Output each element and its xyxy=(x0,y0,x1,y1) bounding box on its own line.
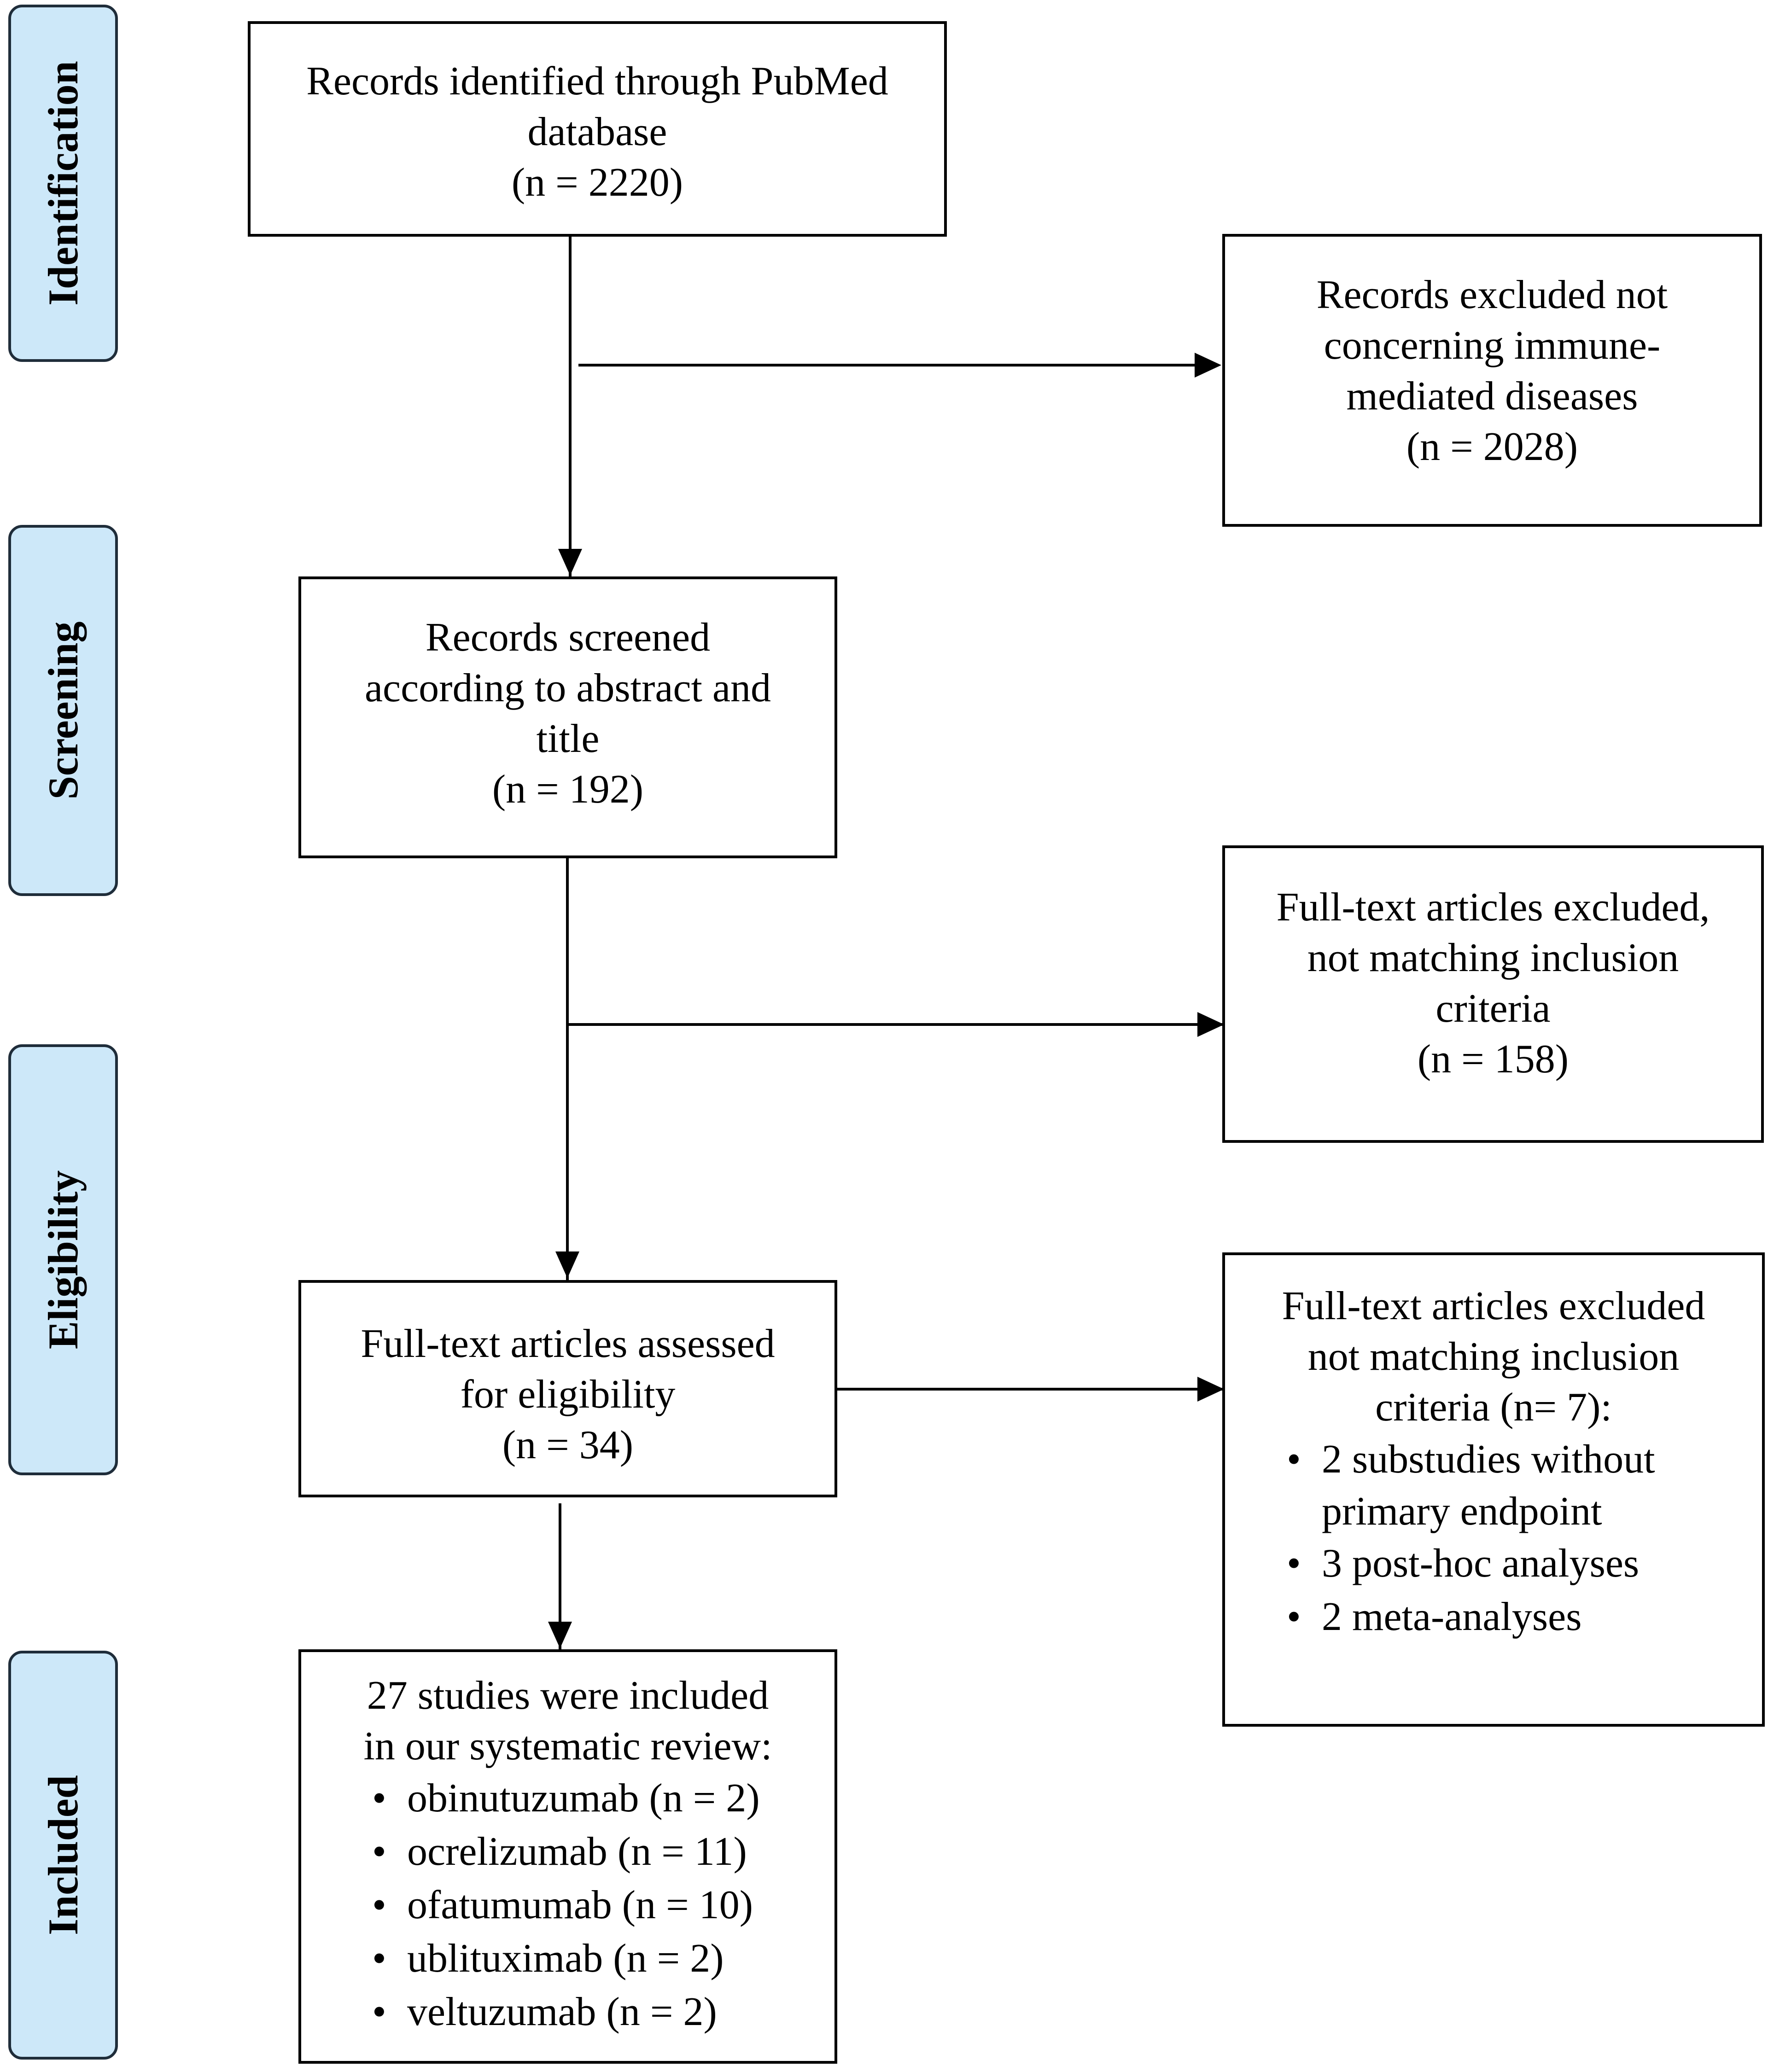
included-drug-item: •obinutuzumab (n = 2) xyxy=(366,1772,834,1825)
identified-line-2: database xyxy=(527,110,667,154)
assessed-box: Full-text articles assessed for eligibil… xyxy=(298,1280,837,1497)
identified-box: Records identified through PubMed databa… xyxy=(248,21,947,237)
included-drug-item: •ublituximab (n = 2) xyxy=(366,1932,834,1985)
bullet-icon: • xyxy=(1287,1595,1301,1639)
excluded-fulltext-1-box: Full-text articles excluded, not matchin… xyxy=(1222,845,1764,1143)
excluded-immune-line-3: mediated diseases xyxy=(1346,374,1638,419)
exclusion-reason-continuation: primary endpoint xyxy=(1322,1489,1602,1534)
excluded-immune-line-2: concerning immune- xyxy=(1324,323,1661,368)
assessed-line-1: Full-text articles assessed xyxy=(361,1321,775,1366)
excluded-immune-count: (n = 2028) xyxy=(1406,425,1578,469)
included-line-2: in our systematic review: xyxy=(363,1724,772,1769)
assessed-count: (n = 34) xyxy=(502,1423,634,1467)
excluded-fulltext-2-line-2: not matching inclusion xyxy=(1307,1334,1680,1379)
included-drug-item: •ocrelizumab (n = 11) xyxy=(366,1825,834,1879)
arrowhead-to-excluded-fulltext-2 xyxy=(1197,1377,1224,1402)
arrowhead-identified-to-screened xyxy=(558,549,582,576)
excluded-fulltext-1-line-1: Full-text articles excluded, xyxy=(1276,885,1710,930)
screened-count: (n = 192) xyxy=(492,767,644,812)
assessed-line-2: for eligibility xyxy=(460,1372,676,1417)
identified-count: (n = 2220) xyxy=(511,160,683,205)
bullet-icon: • xyxy=(372,1776,386,1821)
excluded-immune-box: Records excluded not concerning immune- … xyxy=(1222,234,1762,527)
included-line-1: 27 studies were included xyxy=(367,1673,769,1718)
identified-line-1: Records identified through PubMed xyxy=(306,59,888,104)
stage-tab-included: Included xyxy=(8,1651,118,2060)
bullet-icon: • xyxy=(372,1829,386,1874)
exclusion-reason-item: •3 post-hoc analyses xyxy=(1280,1537,1762,1590)
arrowhead-assessed-to-included xyxy=(548,1622,572,1648)
screened-line-1: Records screened xyxy=(425,615,711,660)
stage-tab-identification: Identification xyxy=(8,5,118,362)
included-box: 27 studies were included in our systemat… xyxy=(298,1649,837,2064)
excluded-immune-line-1: Records excluded not xyxy=(1316,273,1668,317)
screened-line-3: title xyxy=(536,716,600,761)
bullet-icon: • xyxy=(372,1990,386,2034)
excluded-fulltext-2-line-1: Full-text articles excluded xyxy=(1282,1284,1705,1328)
bullet-icon: • xyxy=(1287,1541,1301,1586)
screened-box: Records screened according to abstract a… xyxy=(298,576,837,858)
stage-tab-screening: Screening xyxy=(8,525,118,896)
excluded-fulltext-1-line-3: criteria xyxy=(1435,986,1551,1031)
bullet-icon: • xyxy=(1287,1437,1301,1482)
exclusion-reasons-list: •2 substudies without primary endpoint •… xyxy=(1280,1433,1762,1644)
arrowhead-to-excluded-fulltext-1 xyxy=(1197,1012,1224,1037)
included-drugs-list: •obinutuzumab (n = 2) •ocrelizumab (n = … xyxy=(366,1772,834,2039)
exclusion-reason-item: •2 meta-analyses xyxy=(1280,1590,1762,1644)
excluded-fulltext-1-count: (n = 158) xyxy=(1417,1037,1569,1082)
exclusion-reason-item: •2 substudies without xyxy=(1280,1433,1762,1486)
excluded-fulltext-2-line-3: criteria (n= 7): xyxy=(1375,1385,1612,1430)
arrowhead-to-excluded-immune xyxy=(1195,353,1221,378)
arrowhead-screened-to-assessed xyxy=(555,1251,579,1278)
excluded-fulltext-2-box: Full-text articles excluded not matching… xyxy=(1222,1252,1765,1727)
included-drug-item: •veltuzumab (n = 2) xyxy=(366,1985,834,2039)
excluded-fulltext-1-line-2: not matching inclusion xyxy=(1307,936,1679,980)
stage-tab-eligibility: Eligibility xyxy=(8,1044,118,1475)
included-drug-item: •ofatumumab (n = 10) xyxy=(366,1879,834,1932)
bullet-icon: • xyxy=(372,1883,386,1927)
screened-line-2: according to abstract and xyxy=(364,666,771,710)
bullet-icon: • xyxy=(372,1936,386,1981)
